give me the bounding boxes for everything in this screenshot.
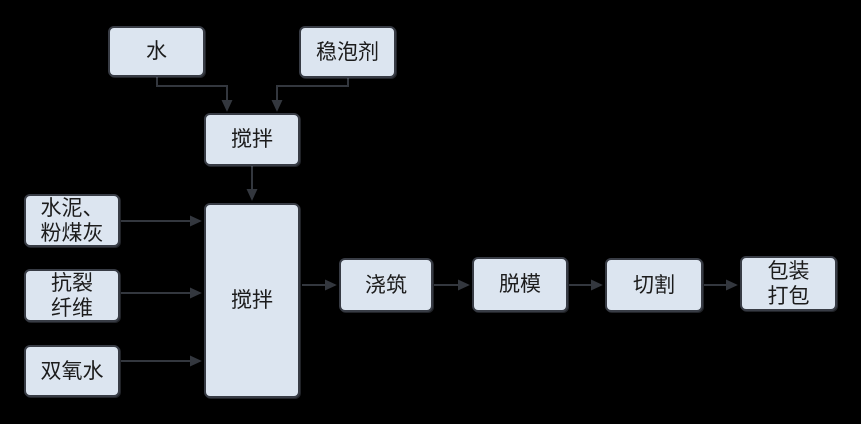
node-cement-flyash: 水泥、 粉煤灰 xyxy=(24,194,120,247)
node-cutting: 切割 xyxy=(605,258,703,312)
node-packing: 包装 打包 xyxy=(740,256,837,311)
node-hydrogen-peroxide: 双氧水 xyxy=(24,345,120,397)
node-anticrack-fiber: 抗裂 纤维 xyxy=(24,269,120,322)
node-foam-stabilizer: 稳泡剂 xyxy=(299,26,396,78)
node-pouring: 浇筑 xyxy=(339,258,433,312)
node-demolding: 脱模 xyxy=(472,257,568,312)
node-mixing-main: 搅拌 xyxy=(204,203,300,398)
node-water: 水 xyxy=(108,26,205,77)
node-mixing-premix: 搅拌 xyxy=(204,113,300,166)
